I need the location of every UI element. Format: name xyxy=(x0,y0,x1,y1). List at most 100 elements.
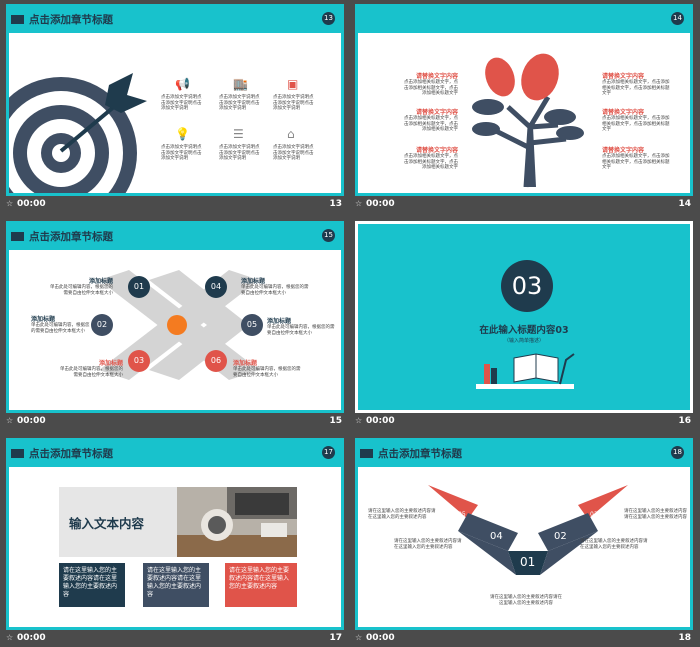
feature-desc: 点击添加文字说明点击添加文字说明点击添加文字说明 xyxy=(273,145,314,161)
transition-star-icon[interactable]: ☆ xyxy=(355,416,363,425)
info-box: 请在这里输入您的主要叙述内容请在这里输入您的主要叙述内容 xyxy=(59,563,125,607)
slide-thumbnail-16[interactable]: 03 在此输入标题内容03 （输入简单描述） xyxy=(355,221,693,413)
slide-thumbnail-13[interactable]: 点击添加章节标题 13 📢 点击添加文字说明点击添加文字说明点击添加文字说明 🏬… xyxy=(6,4,344,196)
info-box: 请在这里输入您的主要叙述内容请在这里输入您的主要叙述内容 xyxy=(225,563,297,607)
step-circle: 03 xyxy=(128,350,150,372)
label-desc: 点击添加相关标题文字，点击添加相关标题文字，点击添加相关标题文字 xyxy=(404,154,458,170)
slide-thumbnail-18[interactable]: 点击添加章节标题 18 05 04 01 02 03 请在这里输入您的主要叙述内… xyxy=(355,438,693,630)
target-icon xyxy=(9,73,147,193)
step-circle: 04 xyxy=(205,276,227,298)
shop-icon: 🏬 xyxy=(233,77,248,91)
label-title: 请替换文字内容 xyxy=(602,109,645,116)
panel-heading: 输入文本内容 xyxy=(69,516,145,531)
slide-footer: ☆ 00:00 18 xyxy=(355,631,693,647)
feature-desc: 点击添加文字说明点击添加文字说明点击添加文字说明 xyxy=(219,145,260,161)
header-square xyxy=(11,15,24,24)
step-number: 05 xyxy=(458,511,466,518)
label-desc: 点击添加相关标题文字，点击添加相关标题文字，点击添加相关标题文字 xyxy=(602,116,670,132)
slide-number: 16 xyxy=(678,416,691,426)
desk-books-icon xyxy=(476,353,575,389)
label-desc: 点击添加相关标题文字，点击添加相关标题文字，点击添加相关标题文字 xyxy=(602,154,670,170)
slide-badge: 14 xyxy=(671,12,684,25)
slide-footer: ☆ 00:00 17 xyxy=(6,631,344,647)
slide-header: 点击添加章节标题 18 xyxy=(358,441,690,467)
lightbulb-icon: 💡 xyxy=(175,127,190,141)
label-title: 请替换文字内容 xyxy=(415,109,458,116)
desc-text: 请在这里输入您的主要叙述内容请在这里输入您的主要叙述内容 xyxy=(394,539,462,550)
slide-badge: 13 xyxy=(322,12,335,25)
text-panel: 输入文本内容 xyxy=(59,487,177,557)
desc-text: 请在这里输入您的主要叙述内容请在这里输入您的主要叙述内容 xyxy=(368,509,436,520)
feature-desc: 点击添加文字说明点击添加文字说明点击添加文字说明 xyxy=(273,95,314,111)
text-block: 添加标题 单击此处可编辑内容，根据您的需要自由拉伸文本框大小 xyxy=(241,278,309,296)
slide-footer: ☆ 00:00 14 xyxy=(355,197,693,213)
slide-title: 点击添加章节标题 xyxy=(29,14,113,26)
label-block: 请替换文字内容 点击添加相关标题文字，点击添加相关标题文字，点击添加相关标题文字 xyxy=(602,71,672,97)
label-desc: 点击添加相关标题文字，点击添加相关标题文字，点击添加相关标题文字 xyxy=(404,116,458,132)
slide-badge: 17 xyxy=(322,446,335,459)
slide-footer: ☆ 00:00 13 xyxy=(6,197,344,213)
wallet-icon: ▣ xyxy=(287,77,299,91)
text-block: 添加标题 单击此处可编辑内容，根据您的需要自由拉伸文本框大小 xyxy=(267,318,335,336)
step-number: 01 xyxy=(520,555,536,569)
step-circle: 06 xyxy=(205,350,227,372)
slide-header: 点击添加章节标题 15 xyxy=(9,224,341,250)
feature-desc: 点击添加文字说明点击添加文字说明点击添加文字说明 xyxy=(219,95,260,111)
label-block: 请替换文字内容 点击添加相关标题文字，点击添加相关标题文字，点击添加相关标题文字 xyxy=(402,71,458,97)
slide-time: 00:00 xyxy=(17,633,46,643)
text-block: 添加标题 单击此处可编辑内容，根据您的需要自由拉伸文本框大小 xyxy=(233,360,301,378)
slide-thumbnail-14[interactable]: 14 请替换文字内容 点击添加相关标题文字，点击添加相关标题文字，点击添加相关标… xyxy=(355,4,693,196)
section-subtitle: （输入简单描述） xyxy=(503,338,544,344)
slide-header: 14 xyxy=(358,7,690,33)
sliders-icon: ☰ xyxy=(233,127,244,141)
slide-number: 18 xyxy=(678,633,691,643)
label-block: 请替换文字内容 点击添加相关标题文字，点击添加相关标题文字，点击添加相关标题文字 xyxy=(602,107,672,133)
slide-time: 00:00 xyxy=(17,199,46,209)
slide-header: 点击添加章节标题 13 xyxy=(9,7,341,33)
label-title: 请替换文字内容 xyxy=(602,147,645,154)
label-title: 请替换文字内容 xyxy=(602,73,645,80)
desc-text: 请在这里输入您的主要叙述内容请在这里输入您的主要叙述内容 xyxy=(580,539,648,550)
slide-thumbnail-15[interactable]: 点击添加章节标题 15 01 02 03 04 05 06 添加标题 单击此处可… xyxy=(6,221,344,413)
office-photo xyxy=(177,487,297,557)
slide-title: 点击添加章节标题 xyxy=(29,448,113,460)
transition-star-icon[interactable]: ☆ xyxy=(6,633,14,642)
info-box: 请在这里输入您的主要叙述内容请在这里输入您的主要叙述内容 xyxy=(143,563,209,607)
slide-number: 13 xyxy=(329,199,342,209)
step-circle: 01 xyxy=(128,276,150,298)
transition-star-icon[interactable]: ☆ xyxy=(6,199,14,208)
transition-star-icon[interactable]: ☆ xyxy=(355,199,363,208)
slide-thumbnail-17[interactable]: 点击添加章节标题 17 输入文本内容 请在这里输入您的主要叙述内容请在这里输入您… xyxy=(6,438,344,630)
header-square xyxy=(11,232,24,241)
desc-text: 请在这里输入您的主要叙述内容请在这里输入您的主要叙述内容 xyxy=(490,595,562,606)
text-block: 添加标题 单击此处可编辑内容，根据您的需要自由拉伸文本框大小 xyxy=(50,278,113,296)
text-block: 添加标题 单击此处可编辑内容，根据您的需要自由拉伸文本框大小 xyxy=(60,360,123,378)
slide-footer: ☆ 00:00 16 xyxy=(355,414,693,430)
slide-time: 00:00 xyxy=(366,416,395,426)
slide-number: 14 xyxy=(678,199,691,209)
feature-desc: 点击添加文字说明点击添加文字说明点击添加文字说明 xyxy=(161,95,202,111)
slide-badge: 15 xyxy=(322,229,335,242)
step-number: 04 xyxy=(490,531,503,542)
label-title: 请替换文字内容 xyxy=(415,73,458,80)
feature-desc: 点击添加文字说明点击添加文字说明点击添加文字说明 xyxy=(161,145,202,161)
step-circle: 05 xyxy=(241,314,263,336)
label-title: 请替换文字内容 xyxy=(415,147,458,154)
lamp-icon: ⌂ xyxy=(287,127,295,141)
slide-badge: 18 xyxy=(671,446,684,459)
label-block: 请替换文字内容 点击添加相关标题文字，点击添加相关标题文字，点击添加相关标题文字 xyxy=(402,107,458,133)
slide-time: 00:00 xyxy=(366,633,395,643)
megaphone-icon: 📢 xyxy=(175,77,190,91)
slide-time: 00:00 xyxy=(17,416,46,426)
slide-time: 00:00 xyxy=(366,199,395,209)
text-block: 添加标题 单击此处可编辑内容，根据您的需要自由拉伸文本框大小 xyxy=(31,316,90,334)
step-circle: 02 xyxy=(91,314,113,336)
label-block: 请替换文字内容 点击添加相关标题文字，点击添加相关标题文字，点击添加相关标题文字 xyxy=(402,145,458,171)
header-square xyxy=(360,449,373,458)
transition-star-icon[interactable]: ☆ xyxy=(355,633,363,642)
transition-star-icon[interactable]: ☆ xyxy=(6,416,14,425)
slide-number: 15 xyxy=(329,416,342,426)
slide-number: 17 xyxy=(329,633,342,643)
slide-title: 点击添加章节标题 xyxy=(29,231,113,243)
label-desc: 点击添加相关标题文字，点击添加相关标题文字，点击添加相关标题文字 xyxy=(602,80,670,96)
